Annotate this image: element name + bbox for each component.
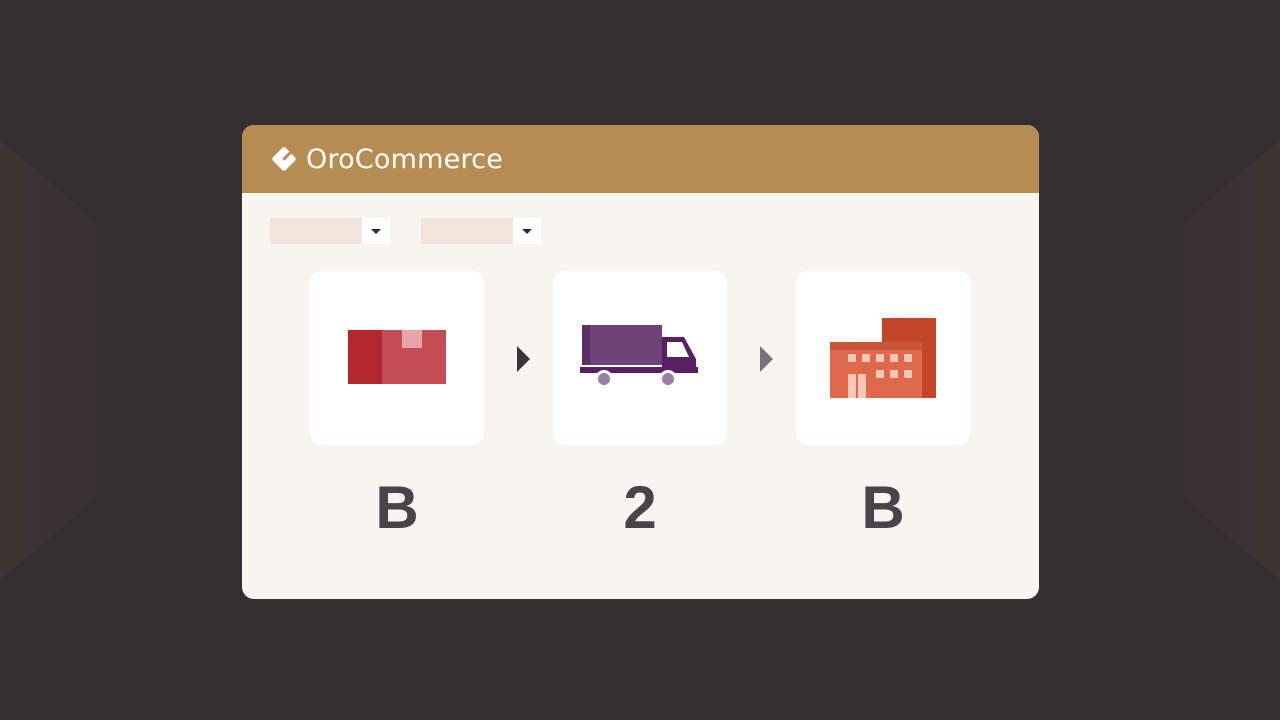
package-box-icon [348, 330, 446, 384]
chevron-down-icon [371, 228, 381, 234]
filter-select-left[interactable] [270, 218, 390, 244]
factory-building-icon [830, 318, 936, 398]
delivery-truck-icon [580, 325, 698, 388]
filter-select-left-toggle[interactable] [362, 218, 390, 244]
background-right-glow [1150, 140, 1280, 580]
filter-select-right[interactable] [421, 218, 541, 244]
arrow-right-icon [517, 346, 530, 372]
filter-select-right-toggle[interactable] [513, 218, 541, 244]
step-label-3: B [861, 474, 905, 541]
oro-logo-icon [272, 147, 296, 171]
step-label-2: 2 [623, 474, 657, 541]
chevron-down-icon [522, 228, 532, 234]
step-card-factory[interactable] [796, 271, 970, 445]
step-label-1: B [375, 474, 419, 541]
brand-name: OroCommerce [306, 143, 504, 175]
filter-select-left-field[interactable] [270, 218, 362, 244]
filter-select-right-field[interactable] [421, 218, 513, 244]
background-left-glow [0, 140, 130, 580]
app-header: OroCommerce [242, 125, 1039, 193]
app-window: OroCommerce [242, 125, 1039, 599]
step-card-package[interactable] [310, 271, 484, 445]
step-card-truck[interactable] [553, 271, 727, 445]
arrow-right-icon [760, 346, 773, 372]
brand-logo: OroCommerce [270, 144, 503, 175]
